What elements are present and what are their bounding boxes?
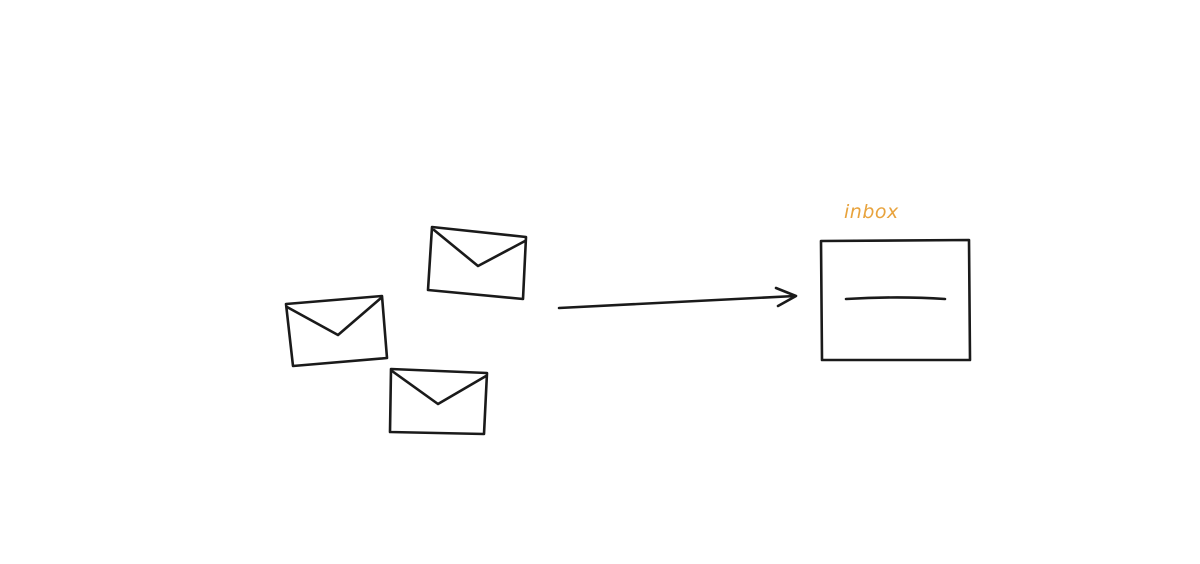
inbox-box-icon <box>819 238 972 362</box>
arrow-right-icon <box>557 286 798 310</box>
envelope-icon <box>426 225 528 301</box>
envelope-icon <box>284 294 389 368</box>
envelope-icon <box>388 367 489 436</box>
inbox-label: inbox <box>844 201 899 223</box>
